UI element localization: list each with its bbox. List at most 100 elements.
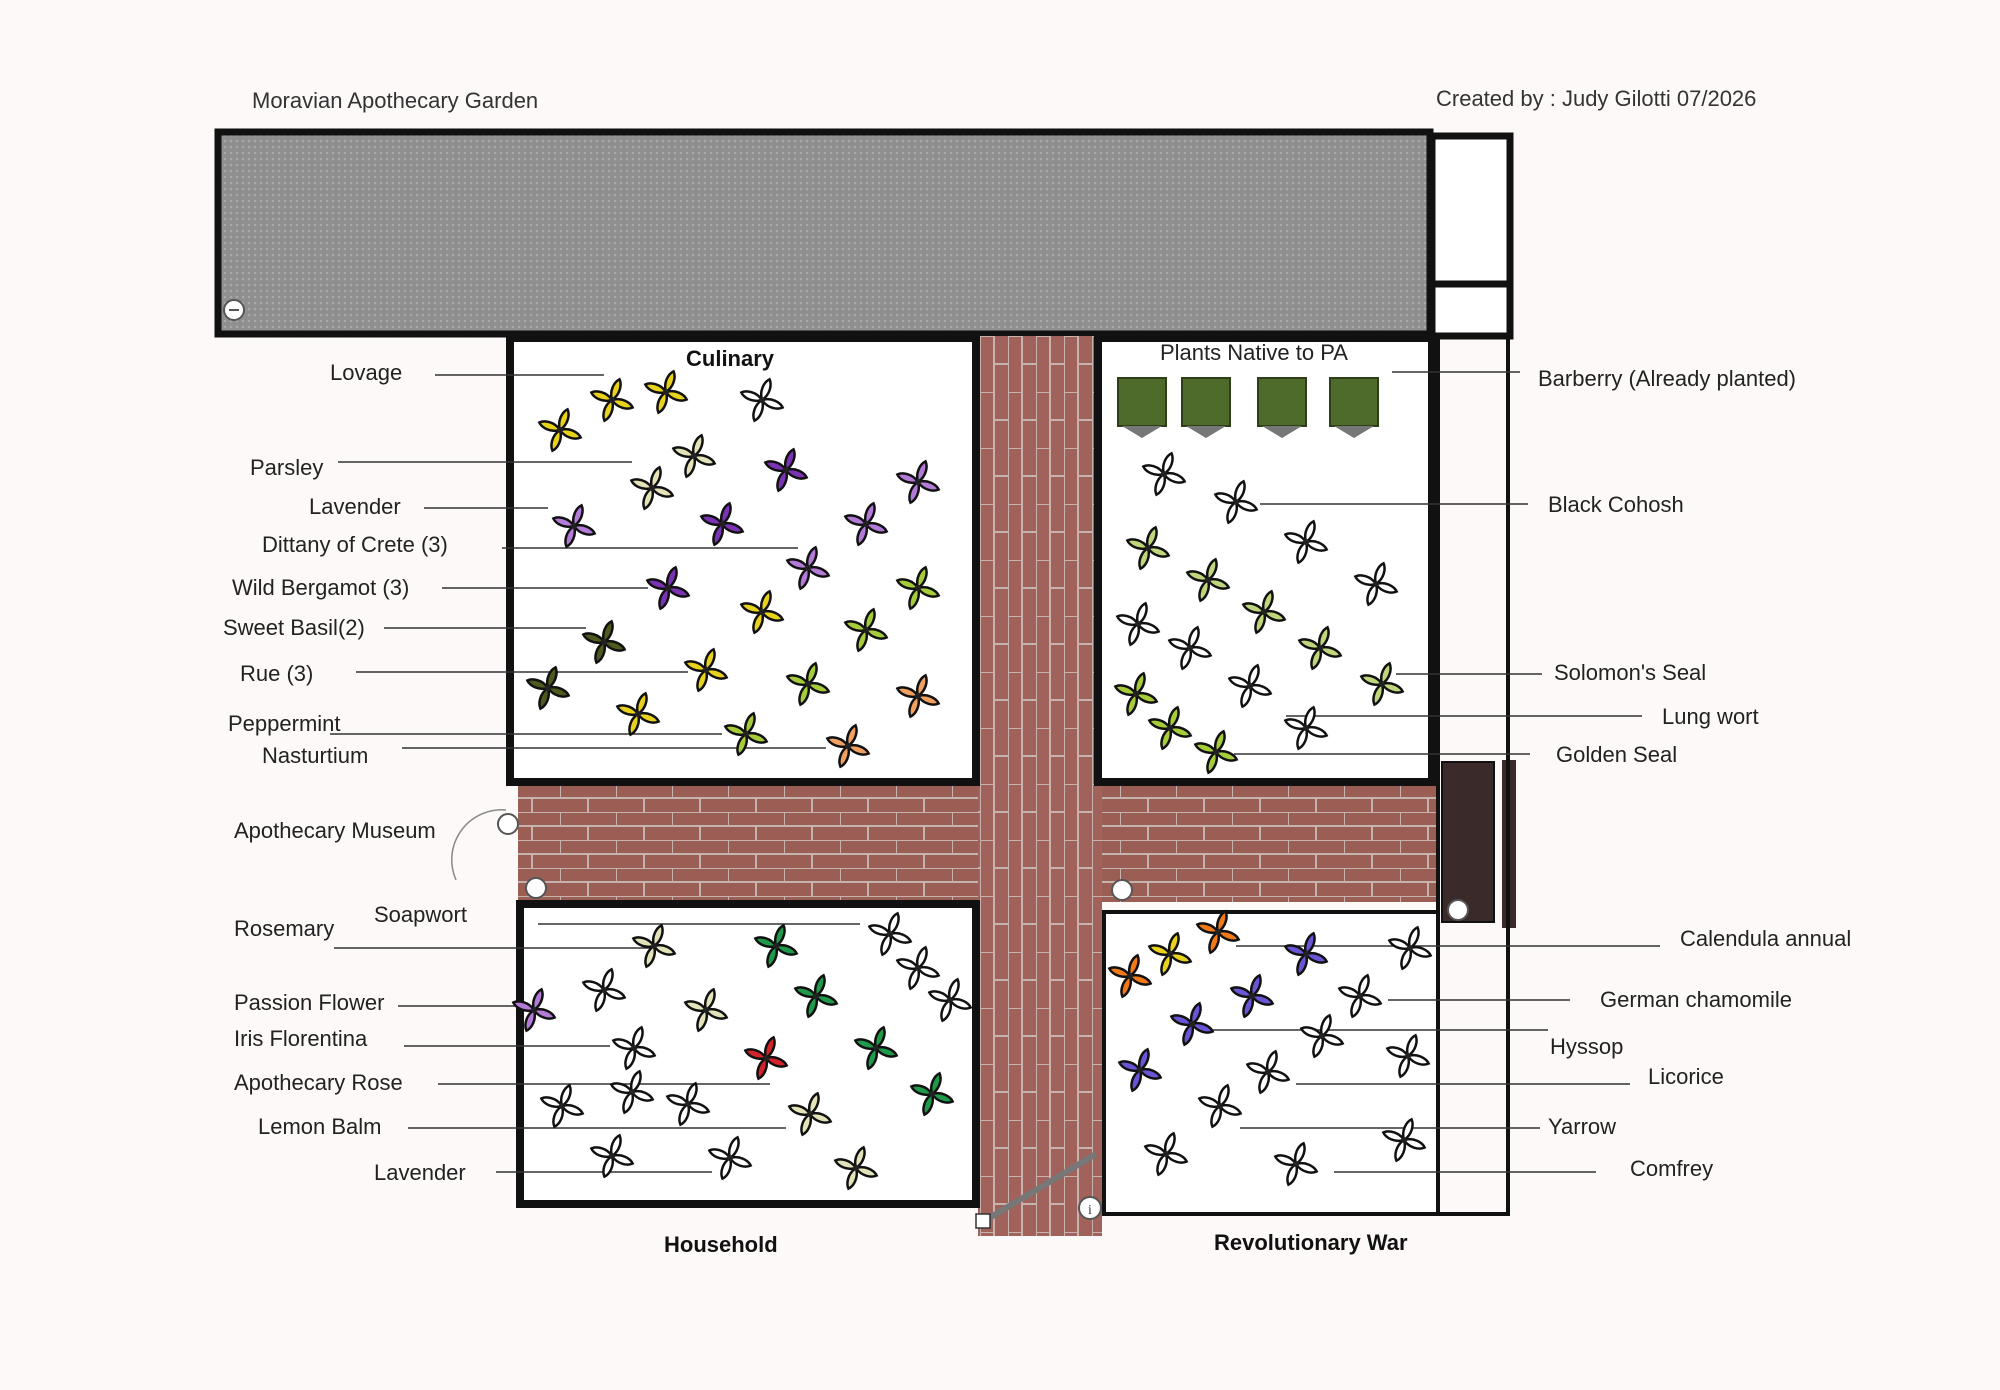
label-apothecary-museum: Apothecary Museum xyxy=(234,818,436,843)
plant-marker-center xyxy=(1233,499,1239,505)
label-solomons-seal: Solomon's Seal xyxy=(1554,660,1707,685)
label-passion-flower: Passion Flower xyxy=(234,990,385,1015)
plant-marker-center xyxy=(1213,749,1219,755)
info-icon xyxy=(1078,1196,1102,1220)
museum-door-swing xyxy=(451,809,507,881)
plant-marker-center xyxy=(873,1045,879,1051)
label-peppermint: Peppermint xyxy=(228,711,341,736)
plant-marker-center xyxy=(609,1153,615,1159)
label-licorice: Licorice xyxy=(1648,1064,1724,1089)
label-dittany: Dittany of Crete (3) xyxy=(262,532,448,557)
revolutionary-heading: Revolutionary War xyxy=(1214,1230,1408,1255)
plant-marker-center xyxy=(1137,1067,1143,1073)
plant-marker-center xyxy=(1317,645,1323,651)
plant-marker-center xyxy=(1401,1137,1407,1143)
plant-marker-center xyxy=(629,1089,635,1095)
plant-marker-center xyxy=(929,1091,935,1097)
plant-marker-center xyxy=(719,521,725,527)
household-heading: Household xyxy=(664,1232,778,1257)
plant-marker-center xyxy=(1161,471,1167,477)
plant-marker-center xyxy=(1127,973,1133,979)
plant-marker-center xyxy=(1373,581,1379,587)
plant-marker-center xyxy=(1145,545,1151,551)
plant-marker-center xyxy=(763,1055,769,1061)
plant-marker-center xyxy=(915,693,921,699)
plant-marker-center xyxy=(1163,1151,1169,1157)
plant-marker-center xyxy=(685,1101,691,1107)
plant-marker-center xyxy=(1303,725,1309,731)
plant-marker-center xyxy=(743,731,749,737)
central-brick-path xyxy=(978,336,1102,1236)
label-rosemary: Rosemary xyxy=(234,916,335,941)
plant-marker-center xyxy=(915,479,921,485)
plant-marker-center xyxy=(863,627,869,633)
plant-marker-center xyxy=(1205,577,1211,583)
left-brick-path xyxy=(518,786,978,902)
label-rue: Rue (3) xyxy=(240,661,314,686)
plant-marker-center xyxy=(557,427,563,433)
plant-marker-center xyxy=(915,965,921,971)
label-yarrow: Yarrow xyxy=(1548,1114,1617,1139)
plant-marker-center xyxy=(759,609,765,615)
plant-marker-center xyxy=(703,1007,709,1013)
building-roof xyxy=(214,128,1434,338)
plant-marker-center xyxy=(1133,691,1139,697)
plant-marker-center xyxy=(1187,645,1193,651)
plant-marker-center xyxy=(759,397,765,403)
plant-marker-center xyxy=(1357,993,1363,999)
plant-marker-center xyxy=(601,639,607,645)
plant-marker-center xyxy=(559,1103,565,1109)
label-lavender-bottom: Lavender xyxy=(374,1160,466,1185)
label-golden-seal: Golden Seal xyxy=(1556,742,1678,767)
label-parsley: Parsley xyxy=(250,455,324,480)
label-apothecary-rose: Apothecary Rose xyxy=(234,1070,403,1095)
plant-marker-center xyxy=(635,711,641,717)
plant-marker-center xyxy=(571,523,577,529)
plant-marker-center xyxy=(783,467,789,473)
plant-marker-center xyxy=(807,1111,813,1117)
plant-marker-center xyxy=(1247,683,1253,689)
museum-door-marker-icon xyxy=(497,813,519,835)
plant-marker-center xyxy=(1405,1053,1411,1059)
plant-marker-center xyxy=(1167,725,1173,731)
plant-marker-center xyxy=(1167,951,1173,957)
plant-marker-center xyxy=(915,585,921,591)
label-wild-bergamot: Wild Bergamot (3) xyxy=(232,575,410,600)
right-brick-path xyxy=(1102,786,1438,902)
plant-marker-center xyxy=(853,1165,859,1171)
label-sweet-basil: Sweet Basil(2) xyxy=(223,615,365,640)
culinary-heading: Culinary xyxy=(686,346,775,371)
garden-title: Moravian Apothecary Garden xyxy=(252,88,539,113)
label-lavender-top: Lavender xyxy=(309,494,401,519)
plant-marker-center xyxy=(1135,621,1141,627)
plant-marker-center xyxy=(601,987,607,993)
label-lemon-balm: Lemon Balm xyxy=(258,1114,382,1139)
label-german-chamomile: German chamomile xyxy=(1600,987,1792,1012)
plant-marker-center xyxy=(1407,945,1413,951)
plant-marker-center xyxy=(649,485,655,491)
plant-marker-center xyxy=(665,585,671,591)
barberry-shrubs xyxy=(1117,377,1379,438)
plant-marker-center xyxy=(1261,609,1267,615)
building-annex xyxy=(1428,132,1514,340)
bench xyxy=(1441,761,1495,923)
plant-marker-center xyxy=(863,521,869,527)
plant-marker-center xyxy=(531,1007,537,1013)
label-calendula: Calendula annual xyxy=(1680,926,1852,951)
plant-marker-center xyxy=(609,397,615,403)
plant-marker-center xyxy=(947,997,953,1003)
label-hyssop: Hyssop xyxy=(1550,1034,1624,1059)
native-heading: Plants Native to PA xyxy=(1160,340,1348,365)
plant-marker-center xyxy=(805,681,811,687)
plant-marker-center xyxy=(1379,681,1385,687)
label-nasturtium: Nasturtium xyxy=(262,743,369,768)
label-lovage: Lovage xyxy=(330,360,403,385)
plant-marker-center xyxy=(703,667,709,673)
plant-marker-center xyxy=(805,565,811,571)
plant-marker-center xyxy=(1215,929,1221,935)
plant-marker-center xyxy=(663,389,669,395)
plant-marker-center xyxy=(845,743,851,749)
label-barberry: Barberry (Already planted) xyxy=(1538,366,1797,391)
plant-marker-center xyxy=(545,685,551,691)
